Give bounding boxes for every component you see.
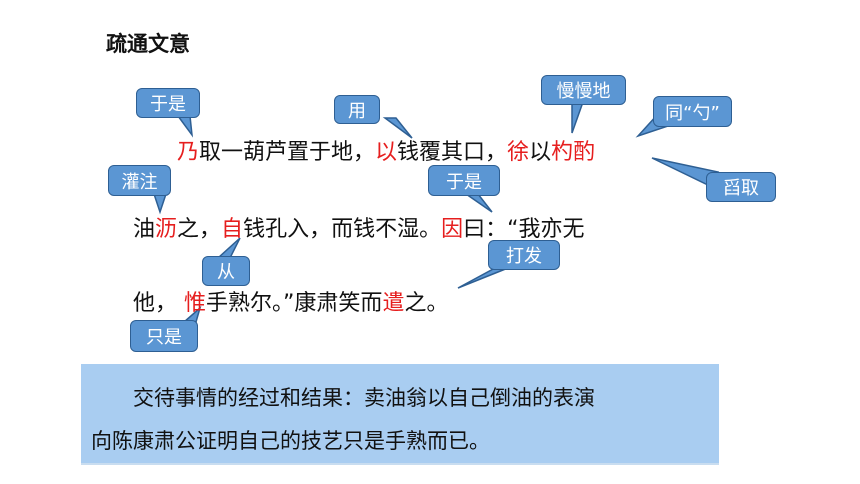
text-segment: 曰：“我亦无 [463,217,585,242]
word-shaozhuo: 杓酌 [551,140,596,165]
annotation-yin: 于是 [428,165,500,196]
annotation-wei: 只是 [130,320,198,352]
text-segment: 之。 [404,291,449,316]
word-li: 沥 [155,217,178,242]
word-nai: 乃 [177,140,200,165]
passage-line-1: 乃取一葫芦置于地，以钱覆其口，徐以杓酌 [177,134,595,166]
callout-tail-li [152,193,168,215]
page-title: 疏通文意 [106,32,190,56]
text-segment: 他， [133,291,178,316]
summary-line-2: 向陈康肃公证明自己的技艺只是手熟而已。 [91,429,490,453]
annotation-qian: 打发 [488,240,560,270]
text-segment: 以 [529,140,552,165]
passage-line-2: 油沥之，自钱孔入，而钱不湿。因曰：“我亦无 [133,211,585,243]
word-qian: 遣 [382,291,405,316]
annotation-yi: 用 [334,95,380,124]
text-segment: 手熟尔。”康肃笑而 [206,291,383,316]
callout-tail-xu [571,101,585,134]
annotation-nai: 于是 [136,88,200,118]
callout-tail-yi [382,117,413,139]
summary-box: 交待事情的经过和结果：卖油翁以自己倒油的表演 向陈康肃公证明自己的技艺只是手熟而… [81,364,719,465]
text-segment: 钱覆其口， [397,140,508,165]
annotation-xu: 慢慢地 [541,75,626,105]
word-wei: 惟 [184,291,207,316]
word-zi: 自 [221,217,244,242]
text-segment: 取一葫芦置于地， [199,140,376,165]
text-segment: 之， [177,217,222,242]
word-yin: 因 [441,217,464,242]
annotation-zi: 从 [202,256,250,286]
annotation-shao: 同“勺” [653,96,732,127]
word-yi: 以 [375,140,398,165]
text-segment: 油 [133,217,156,242]
annotation-zhuo: 舀取 [706,172,776,202]
callout-tail-yin [463,193,493,213]
word-xu: 徐 [507,140,530,165]
annotation-li: 灌注 [108,165,171,196]
callout-tail-qian [457,267,509,289]
callout-tail-nai [176,115,194,138]
summary-line-1: 交待事情的经过和结果：卖油翁以自己倒油的表演 [133,386,595,410]
passage-line-3: 他， 惟手熟尔。”康肃笑而遣之。 [133,285,448,317]
text-segment: 钱孔入，而钱不湿。 [243,217,442,242]
